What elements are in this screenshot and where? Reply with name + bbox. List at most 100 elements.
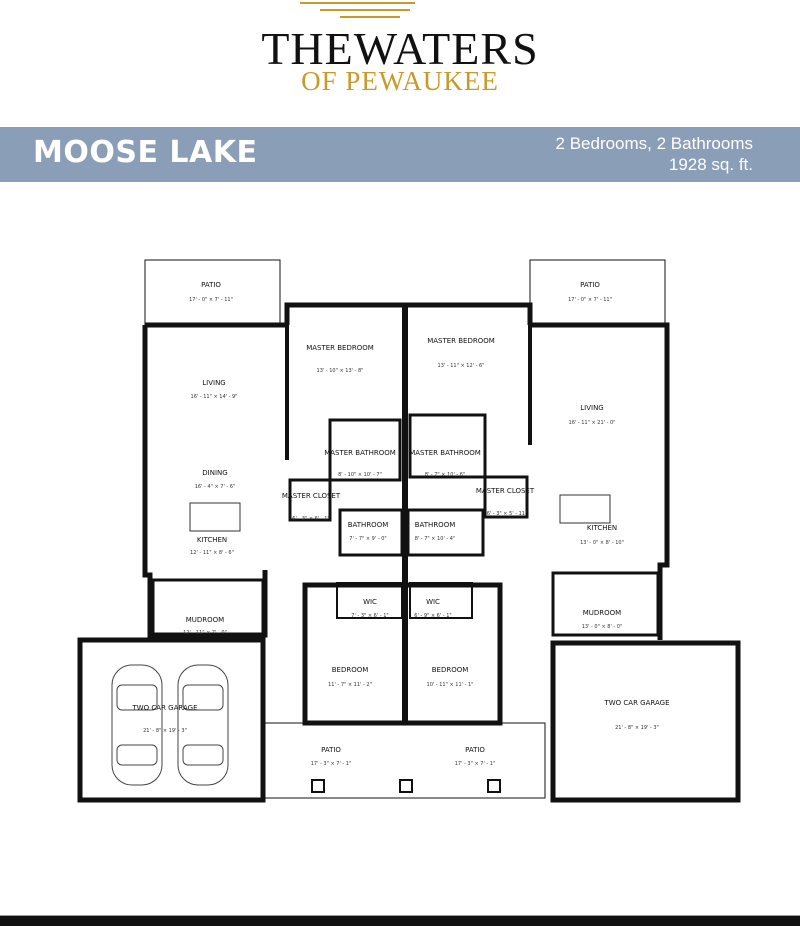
logo-wave-lines: [300, 2, 415, 18]
svg-text:8' - 7" × 10' - 4": 8' - 7" × 10' - 4": [415, 536, 456, 542]
room-name: KITCHEN: [587, 524, 617, 532]
room-dims: 21' - 8" × 19' - 3": [143, 728, 187, 734]
room-dims: 12' - 11" × 8' - 6": [190, 550, 234, 556]
floor-plan: PATIO 17' - 0" × 7' - 11" PATIO 17' - 0"…: [77, 259, 741, 803]
car-left: [111, 664, 163, 786]
svg-text:PATIO: PATIO: [580, 281, 600, 289]
room-dims: 11' - 7" × 11' - 2": [328, 682, 372, 688]
room-name: WIC: [363, 598, 377, 606]
room-dims: 16' - 4" × 7' - 6": [195, 484, 236, 490]
svg-text:BEDROOM: BEDROOM: [432, 666, 469, 674]
room-dims: 17' - 0" × 7' - 11": [189, 297, 233, 303]
room-name: PATIO: [201, 281, 221, 289]
model-banner: MOOSE LAKE 2 Bedrooms, 2 Bathrooms 1928 …: [0, 127, 800, 182]
svg-text:LIVING: LIVING: [580, 404, 603, 412]
room-dims: 7' - 7" × 9' - 0": [349, 536, 386, 542]
room-name: TWO CAR GARAGE: [603, 699, 669, 707]
room-name: BEDROOM: [332, 666, 369, 674]
room-name: LIVING: [202, 379, 225, 387]
svg-text:MUDROOM: MUDROOM: [583, 609, 621, 617]
svg-text:8' - 7" × 10' - 6": 8' - 7" × 10' - 6": [425, 472, 466, 478]
kitchen-island-right: [559, 494, 611, 524]
room-dims: 17' - 3" × 7' - 1": [311, 761, 352, 767]
svg-text:16' - 11" × 14' - 9": 16' - 11" × 14' - 9": [191, 394, 238, 400]
svg-text:BATHROOM: BATHROOM: [415, 521, 456, 529]
footer-bar: [0, 916, 800, 926]
room-name: BEDROOM: [432, 666, 469, 674]
model-name: MOOSE LAKE: [33, 135, 258, 170]
room-dims: 13' - 0" × 8' - 0": [582, 624, 623, 630]
svg-text:17' - 0" × 7' - 11": 17' - 0" × 7' - 11": [568, 297, 612, 303]
room-dims: 13' - 0" × 8' - 10": [580, 540, 624, 546]
room-name: MUDROOM: [583, 609, 621, 617]
room-dims: 10' - 11" × 11' - 1": [427, 682, 474, 688]
room-dims: 8' - 10" × 10' - 7": [338, 472, 382, 478]
svg-text:WIC: WIC: [363, 598, 377, 606]
svg-text:12' - 11" × 8' - 6": 12' - 11" × 8' - 6": [190, 550, 234, 556]
svg-text:TWO CAR GARAGE: TWO CAR GARAGE: [131, 704, 197, 712]
svg-text:PATIO: PATIO: [465, 746, 485, 754]
room-name: MASTER BEDROOM: [306, 344, 374, 352]
room-dims: 6' - 3" × 5' - 11": [487, 511, 528, 517]
square-footage: 1928 sq. ft.: [668, 155, 753, 174]
car-right: [177, 664, 229, 786]
svg-text:PATIO: PATIO: [201, 281, 221, 289]
room-name: MUDROOM: [186, 616, 224, 624]
room-dims: 21' - 8" × 19' - 3": [615, 725, 659, 731]
room-name: PATIO: [465, 746, 485, 754]
room-dims: 13' - 10" × 13' - 8": [317, 368, 364, 374]
svg-text:17' - 0" × 7' - 11": 17' - 0" × 7' - 11": [189, 297, 233, 303]
svg-text:7' - 7" × 9' - 0": 7' - 7" × 9' - 0": [349, 536, 386, 542]
logo-title: THEWATERS: [261, 23, 539, 74]
logo: THEWATERS OF PEWAUKEE: [0, 0, 800, 110]
svg-text:10' - 11" × 11' - 1": 10' - 11" × 11' - 1": [427, 682, 474, 688]
room-name: MASTER BEDROOM: [427, 337, 495, 345]
room-dims: 16' - 11" × 21' - 0": [569, 420, 616, 426]
svg-text:16' - 11" × 21' - 0": 16' - 11" × 21' - 0": [569, 420, 616, 426]
svg-text:17' - 3" × 7' - 1": 17' - 3" × 7' - 1": [311, 761, 352, 767]
svg-text:6' - 9" × 6' - 1": 6' - 9" × 6' - 1": [414, 613, 451, 619]
room-name: MASTER BATHROOM: [409, 449, 481, 457]
svg-text:MASTER BEDROOM: MASTER BEDROOM: [306, 344, 374, 352]
room-name: MASTER CLOSET: [282, 492, 341, 500]
room-dims: 16' - 11" × 14' - 9": [191, 394, 238, 400]
svg-text:6' - 3" × 6' - 1": 6' - 3" × 6' - 1": [292, 516, 329, 522]
room-dims: 17' - 0" × 7' - 11": [568, 297, 612, 303]
svg-text:WIC: WIC: [426, 598, 440, 606]
room-name: BATHROOM: [348, 521, 389, 529]
room-name: LIVING: [580, 404, 603, 412]
kitchen-island-left: [189, 502, 241, 532]
svg-text:21' - 8" × 19' - 3": 21' - 8" × 19' - 3": [615, 725, 659, 731]
room-dims: 8' - 7" × 10' - 4": [415, 536, 456, 542]
svg-text:13' - 11" × 12' - 6": 13' - 11" × 12' - 6": [438, 363, 485, 369]
room-dims: 12' - 11" × 7' - 0": [183, 630, 227, 636]
svg-text:BEDROOM: BEDROOM: [332, 666, 369, 674]
svg-text:13' - 0" × 8' - 0": 13' - 0" × 8' - 0": [582, 624, 623, 630]
room-name: KITCHEN: [197, 536, 227, 544]
svg-text:13' - 10" × 13' - 8": 13' - 10" × 13' - 8": [317, 368, 364, 374]
svg-text:MASTER CLOSET: MASTER CLOSET: [476, 487, 535, 495]
svg-text:KITCHEN: KITCHEN: [197, 536, 227, 544]
room-name: MASTER CLOSET: [476, 487, 535, 495]
svg-text:LIVING: LIVING: [202, 379, 225, 387]
room-dims: 7' - 3" × 6' - 1": [351, 613, 388, 619]
svg-text:21' - 8" × 19' - 3": 21' - 8" × 19' - 3": [143, 728, 187, 734]
svg-text:12' - 11" × 7' - 0": 12' - 11" × 7' - 0": [183, 630, 227, 636]
svg-text:MASTER BEDROOM: MASTER BEDROOM: [427, 337, 495, 345]
room-name: BATHROOM: [415, 521, 456, 529]
room-dims: 6' - 3" × 6' - 1": [292, 516, 329, 522]
svg-text:6' - 3" × 5' - 11": 6' - 3" × 5' - 11": [487, 511, 528, 517]
plan-walls: [77, 259, 741, 803]
svg-text:MASTER BATHROOM: MASTER BATHROOM: [324, 449, 396, 457]
room-name: TWO CAR GARAGE: [131, 704, 197, 712]
svg-text:17' - 3" × 7' - 1": 17' - 3" × 7' - 1": [455, 761, 496, 767]
svg-text:TWO CAR GARAGE: TWO CAR GARAGE: [603, 699, 669, 707]
bed-bath-count: 2 Bedrooms, 2 Bathrooms: [555, 134, 753, 153]
patio-post: [311, 779, 325, 793]
svg-text:MUDROOM: MUDROOM: [186, 616, 224, 624]
svg-text:PATIO: PATIO: [321, 746, 341, 754]
room-dims: 6' - 9" × 6' - 1": [414, 613, 451, 619]
room-name: DINING: [202, 469, 227, 477]
room-name: PATIO: [580, 281, 600, 289]
patio-post: [399, 779, 413, 793]
